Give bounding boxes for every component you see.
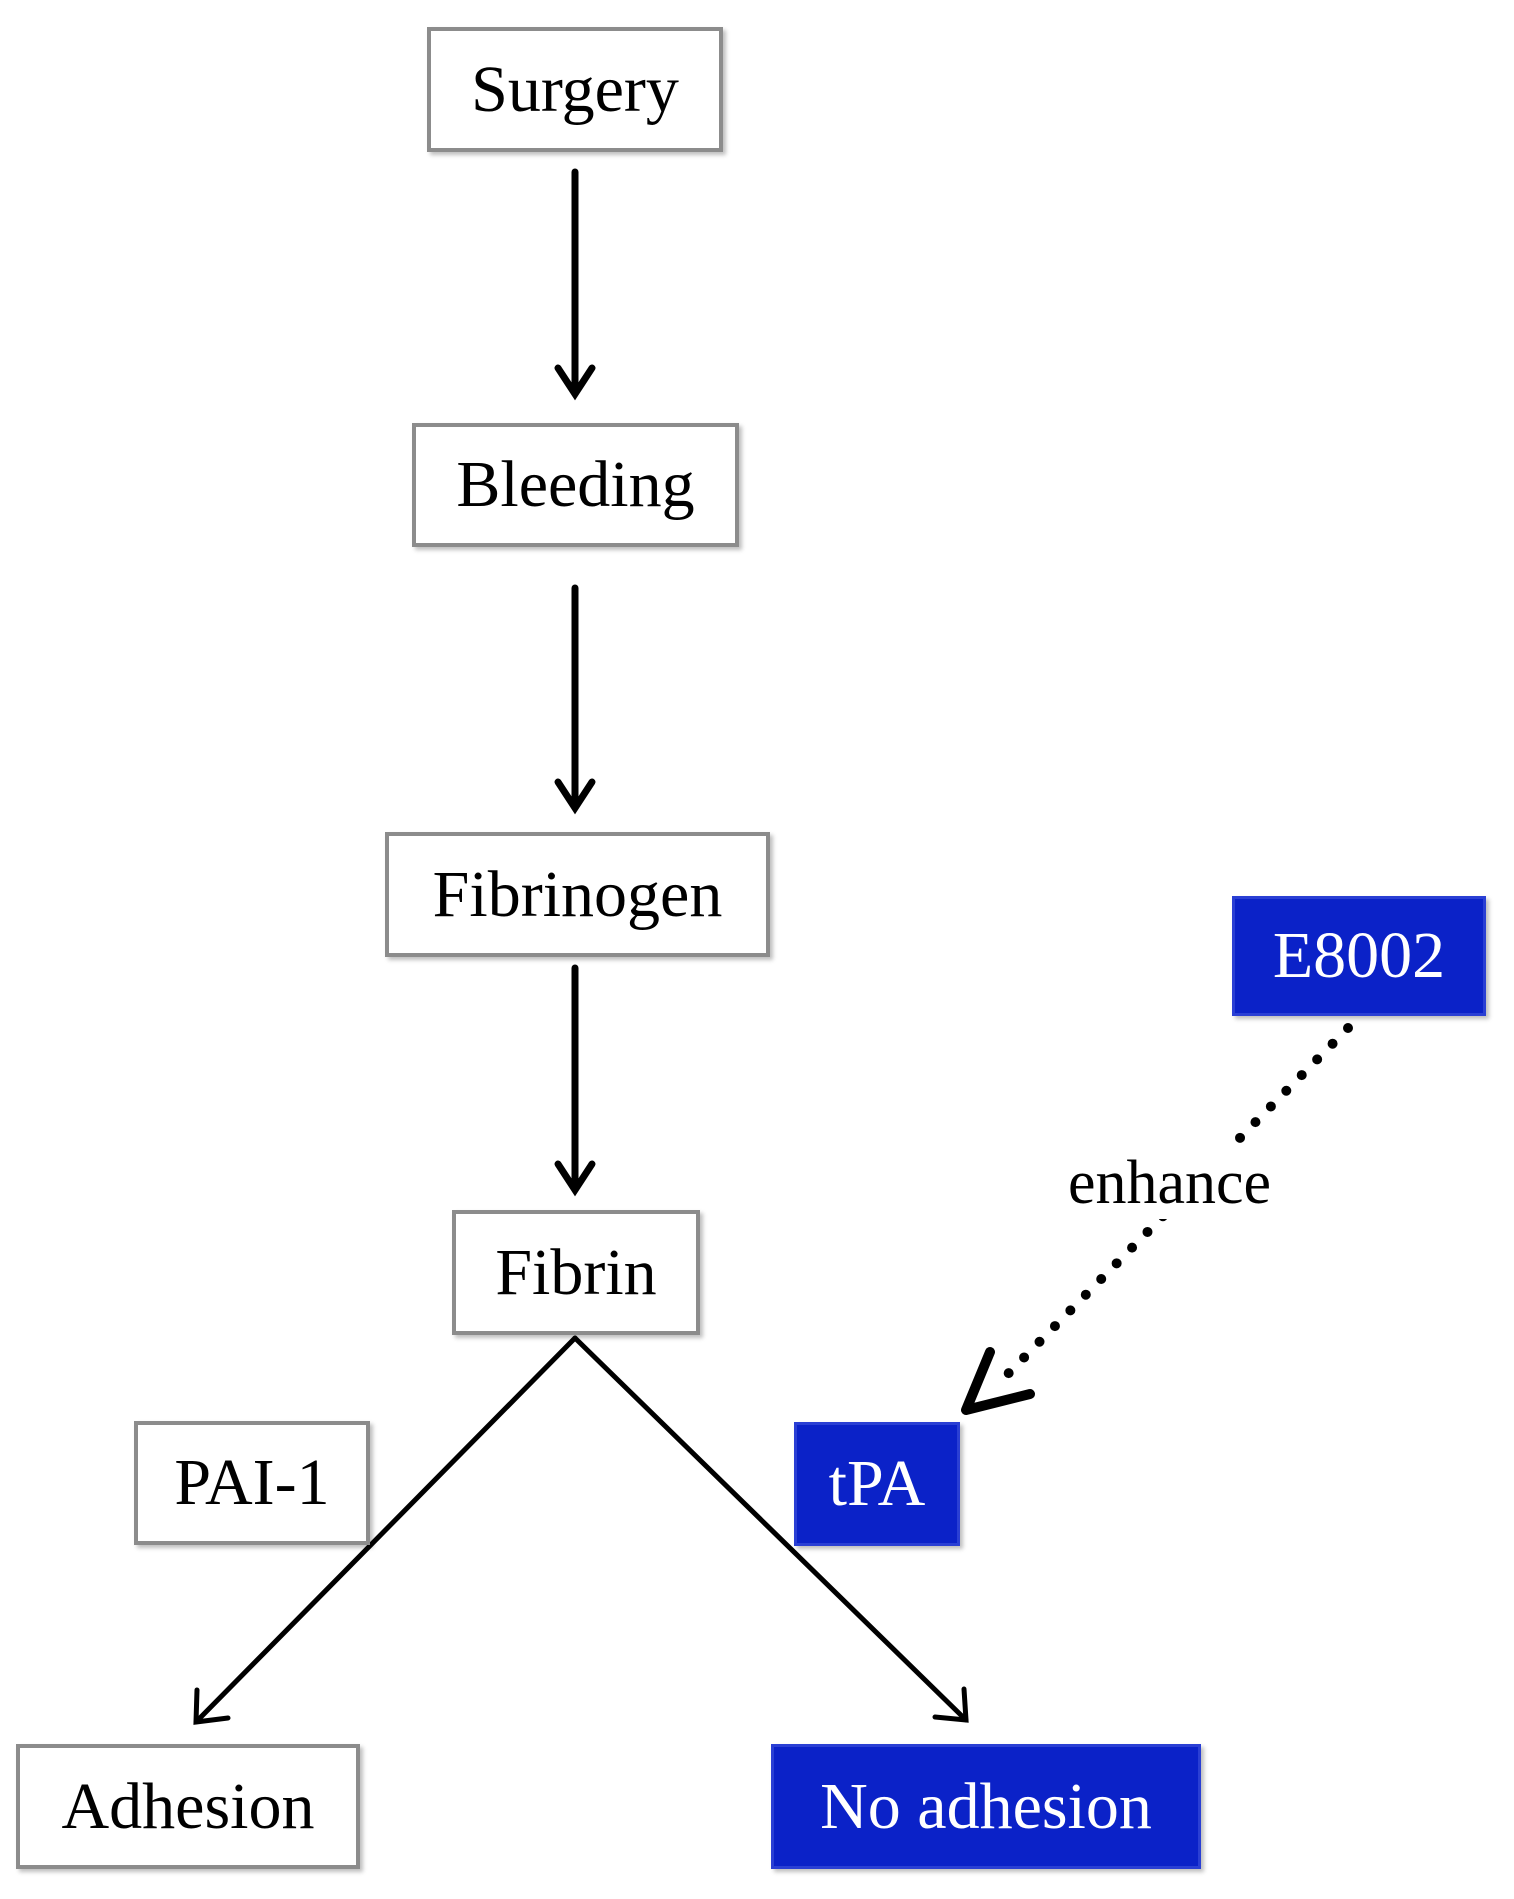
node-tpa-label: tPA xyxy=(828,1447,926,1520)
edge-label-enhance: enhance xyxy=(1064,1148,1276,1219)
node-bleeding: Bleeding xyxy=(412,423,739,547)
arrow-e8002-to-tpa-dotted xyxy=(961,1023,1353,1415)
node-fibrin: Fibrin xyxy=(452,1210,700,1335)
node-bleeding-label: Bleeding xyxy=(456,448,695,521)
arrow-fibrin-to-no-adhesion xyxy=(572,1335,969,1723)
node-e8002-label: E8002 xyxy=(1272,919,1446,992)
node-no-adhesion: No adhesion xyxy=(771,1744,1201,1869)
node-pai-1: PAI-1 xyxy=(134,1421,370,1545)
node-no-adhesion-label: No adhesion xyxy=(820,1769,1152,1843)
node-fibrin-label: Fibrin xyxy=(495,1235,657,1309)
arrow-fibrinogen-to-fibrin xyxy=(554,964,596,1197)
arrow-surgery-to-bleeding xyxy=(554,168,596,401)
node-pai-1-label: PAI-1 xyxy=(174,1446,330,1519)
node-fibrinogen: Fibrinogen xyxy=(385,832,770,957)
arrow-fibrin-to-adhesion xyxy=(193,1335,578,1725)
node-adhesion: Adhesion xyxy=(16,1744,360,1869)
node-fibrinogen-label: Fibrinogen xyxy=(432,857,723,931)
node-surgery: Surgery xyxy=(427,27,723,152)
node-tpa: tPA xyxy=(794,1422,960,1546)
node-adhesion-label: Adhesion xyxy=(61,1769,315,1843)
node-surgery-label: Surgery xyxy=(471,52,679,126)
node-e8002: E8002 xyxy=(1232,896,1486,1016)
arrow-bleeding-to-fibrinogen xyxy=(554,584,596,815)
